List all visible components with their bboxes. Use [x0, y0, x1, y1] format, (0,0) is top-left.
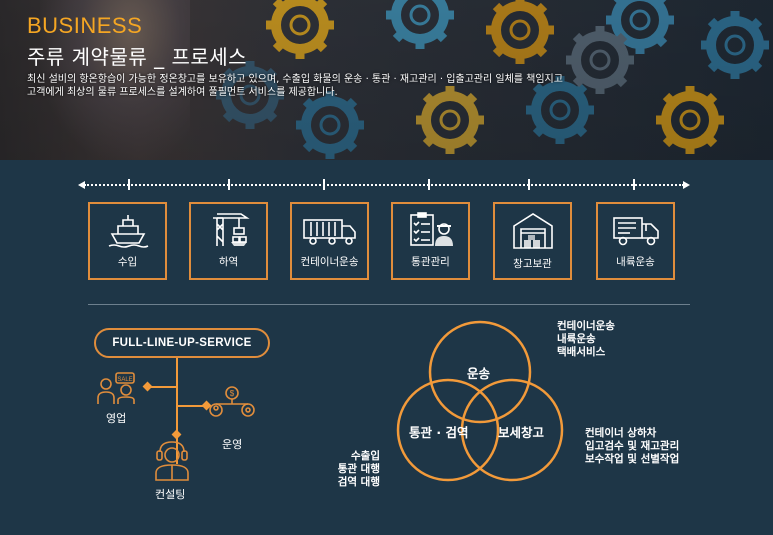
service-label-consulting: 컨설팅 [155, 488, 186, 501]
venn-label-customs: 통관 · 검역 [409, 425, 469, 440]
timeline-tick [228, 179, 230, 190]
step-label: 하역 [218, 256, 239, 268]
note-line: 검역 대행 [337, 476, 380, 488]
venn-label-transport: 운송 [467, 366, 491, 381]
connector-node [142, 381, 153, 392]
note-line: 보수작업 및 선별작업 [585, 453, 680, 465]
container-truck-icon [302, 219, 356, 245]
venn-circle-bonded [460, 378, 564, 482]
step-customs[interactable]: 통관관리 [391, 202, 470, 280]
connector-node [171, 429, 182, 440]
note-line: 통관 대행 [337, 463, 380, 475]
process-timeline [78, 178, 690, 192]
svg-text:$: $ [230, 389, 235, 398]
step-warehouse[interactable]: 창고보관 [493, 202, 572, 280]
service-connector [176, 405, 206, 407]
venn-label-bonded: 보세창고 [498, 425, 545, 440]
arrow-right-icon [683, 181, 690, 189]
section-divider [88, 304, 690, 305]
step-label: 통관관리 [411, 256, 450, 268]
service-label-operation: 운영 [222, 438, 243, 451]
step-label: 내륙운송 [616, 256, 655, 268]
page-description: 최신 설비의 항온항습이 가능한 정온창고를 보유하고 있으며, 수출입 화물의… [27, 73, 563, 99]
step-label: 창고보관 [513, 258, 552, 270]
note-line: 택배서비스 [557, 346, 606, 358]
note-line: 컨테이너운송 [557, 320, 615, 332]
businessperson-image [40, 0, 190, 160]
crane-icon [212, 213, 250, 246]
note-transport: 컨테이너운송 내륙운송 택배서비스 [557, 320, 615, 359]
svg-text:SALE: SALE [117, 377, 132, 383]
description-line: 최신 설비의 항온항습이 가능한 정온창고를 보유하고 있으며, 수출입 화물의… [27, 74, 563, 85]
arrow-left-icon [78, 181, 85, 189]
timeline-tick [128, 179, 130, 190]
note-bonded: 컨테이너 상하차 입고검수 및 재고관리 보수작업 및 선별작업 [585, 427, 679, 466]
note-line: 수출입 [351, 450, 380, 462]
page-subtitle: 주류 계약물류 _ 프로세스 [27, 45, 248, 69]
sales-people-icon: SALE [97, 372, 135, 404]
venn-circle-customs [396, 378, 500, 482]
consultant-icon [155, 441, 189, 481]
timeline-tick [428, 179, 430, 190]
service-connector [176, 358, 178, 464]
step-unloading[interactable]: 하역 [189, 202, 268, 280]
step-inland-transport[interactable]: 내륙운송 [596, 202, 675, 280]
timeline-tick [633, 179, 635, 190]
page-title: BUSINESS [27, 13, 143, 38]
note-customs: 수출입 통관 대행 검역 대행 [322, 450, 380, 489]
service-label-sales: 영업 [106, 412, 127, 425]
warehouse-icon [512, 213, 553, 249]
timeline-tick [528, 179, 530, 190]
service-connector [148, 386, 178, 388]
delivery-truck-icon [612, 217, 659, 246]
venn-circle-transport [428, 320, 532, 424]
step-import[interactable]: 수입 [88, 202, 167, 280]
note-line: 입고검수 및 재고관리 [585, 440, 680, 452]
timeline-tick [323, 179, 325, 190]
step-label: 수입 [117, 256, 138, 268]
operation-icon: $ [209, 386, 255, 417]
venn-diagram [396, 320, 564, 482]
note-line: 컨테이너 상하차 [585, 427, 657, 439]
description-line: 고객에게 최상의 물류 프로세스를 설계하여 풀필먼트 서비스를 제공합니다. [27, 87, 338, 98]
ship-icon [108, 215, 148, 248]
step-label: 컨테이너운송 [300, 256, 359, 268]
note-line: 내륙운송 [557, 333, 596, 345]
customs-clipboard-icon [409, 212, 453, 246]
step-container-transport[interactable]: 컨테이너운송 [290, 202, 369, 280]
timeline-line [84, 184, 684, 186]
header-banner: BUSINESS 주류 계약물류 _ 프로세스 최신 설비의 항온항습이 가능한… [0, 0, 773, 160]
full-line-up-service-badge: FULL-LINE-UP-SERVICE [94, 328, 270, 358]
